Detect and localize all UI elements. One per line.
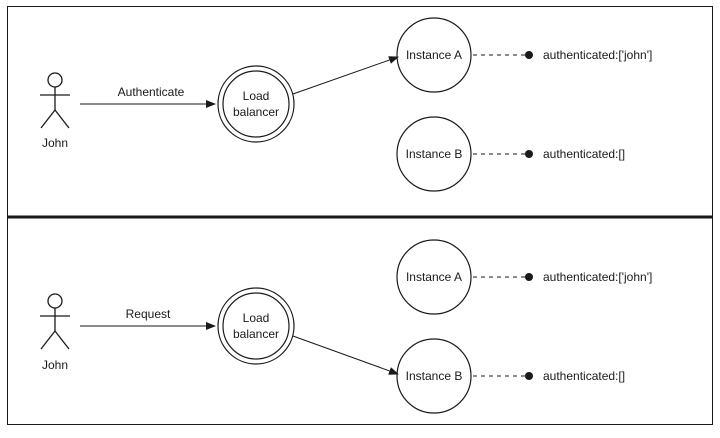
instance-state: authenticated:['john'] xyxy=(543,48,652,62)
route-arrow-to-instance-a xyxy=(292,56,399,95)
state-dot xyxy=(525,372,533,380)
actor-name: John xyxy=(42,358,68,372)
route-arrow-to-instance-b xyxy=(292,335,399,375)
instance-state: authenticated:[] xyxy=(543,147,625,161)
diagram-frame xyxy=(7,6,713,425)
actor-john-figure xyxy=(40,72,70,129)
load-balancer-node: Load balancer xyxy=(217,287,295,365)
instance-b-node: Instance B xyxy=(396,338,472,414)
instance-a-node: Instance A xyxy=(396,239,472,315)
state-dot xyxy=(525,273,533,281)
actor-john-figure xyxy=(40,293,70,350)
state-dot xyxy=(525,150,533,158)
panel-authenticate: John Authenticate Load balancer Instance… xyxy=(40,17,652,192)
instance-name: Instance A xyxy=(406,270,462,284)
load-balancer-node: Load balancer xyxy=(217,65,295,143)
instance-a-node: Instance A xyxy=(396,17,472,93)
instance-state: authenticated:['john'] xyxy=(543,270,652,284)
load-balancer-label-line2: balancer xyxy=(233,327,279,341)
arrow-label: Request xyxy=(126,307,171,321)
state-dot xyxy=(525,51,533,59)
panel-request: John Request Load balancer Instance A au… xyxy=(40,239,652,414)
instance-state: authenticated:[] xyxy=(543,369,625,383)
actor-name: John xyxy=(42,136,68,150)
instance-name: Instance B xyxy=(406,369,463,383)
instance-name: Instance A xyxy=(406,48,462,62)
load-balancer-label-line1: Load xyxy=(243,89,270,103)
instance-b-node: Instance B xyxy=(396,116,472,192)
load-balancer-label-line1: Load xyxy=(243,311,270,325)
load-balancer-label-line2: balancer xyxy=(233,105,279,119)
arrow-label: Authenticate xyxy=(118,85,185,99)
instance-name: Instance B xyxy=(406,147,463,161)
